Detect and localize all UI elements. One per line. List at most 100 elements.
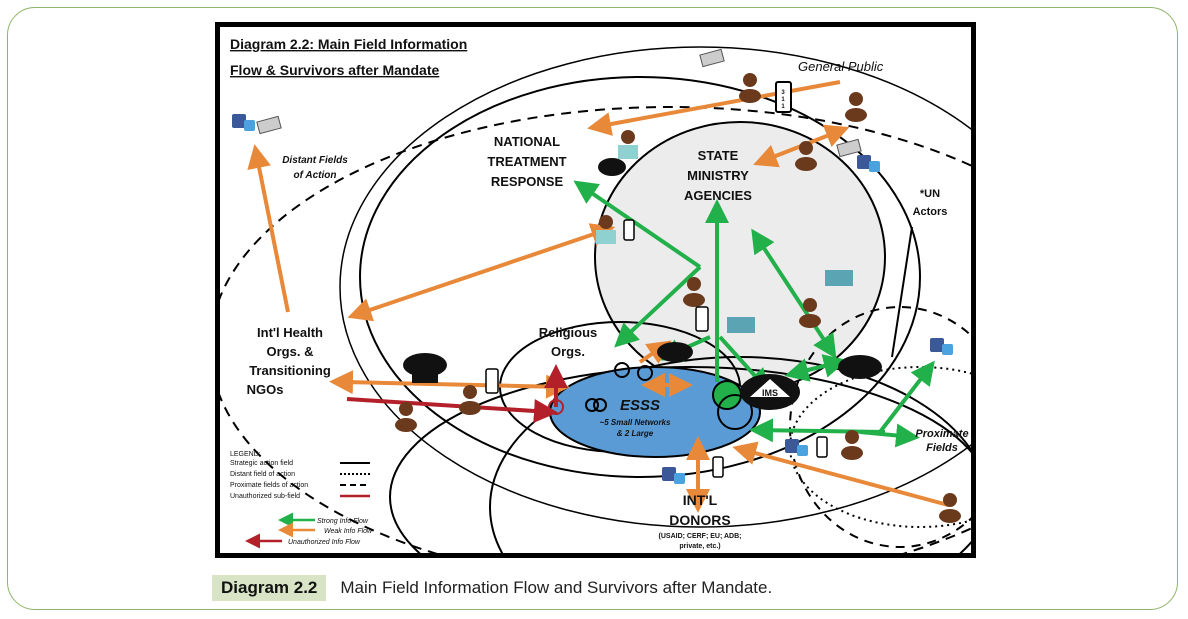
- person-icon: [739, 73, 761, 103]
- general-public-field: [339, 46, 971, 528]
- person-icon: [939, 493, 961, 523]
- newspaper-icon: [699, 48, 725, 68]
- phone-icon: [816, 436, 828, 458]
- intl-health-label: NGOs: [247, 382, 284, 397]
- phone-digit: 1: [781, 104, 785, 110]
- health-worker-icon: [618, 130, 638, 159]
- strong-flow: [573, 180, 702, 269]
- donors-sublabel: private, etc.): [679, 543, 720, 550]
- intl-health-label: Int'l Health: [257, 325, 323, 340]
- person-icon: [459, 385, 481, 415]
- figure-caption: Diagram 2.2 Main Field Information Flow …: [212, 574, 772, 602]
- social-media-icon: [785, 439, 808, 456]
- conference-table-icon: [598, 158, 626, 176]
- diagram-canvas: 3 1 1 IMS: [220, 27, 971, 553]
- legend-flow-item: Weak Info Flow: [324, 528, 373, 535]
- phone-icon: [712, 456, 724, 478]
- lower-field-1: [389, 366, 971, 553]
- proximate-label: Fields: [926, 442, 958, 454]
- conference-table-icon: [403, 353, 447, 383]
- strong-flow: [784, 354, 848, 382]
- weak-flow: [587, 80, 841, 136]
- newspaper-icon: [836, 138, 862, 158]
- distant-field: [220, 106, 971, 553]
- phone-icon: [695, 306, 709, 332]
- legend-flow-item: Strong Info Flow: [317, 518, 369, 525]
- un-actors-pointer: [891, 226, 913, 358]
- person-icon: [841, 430, 863, 460]
- strong-flow: [751, 228, 837, 359]
- legend: LEGEND: Strategic action field Distant f…: [230, 451, 373, 549]
- weak-flow: [347, 223, 616, 322]
- proximate-field: [789, 306, 971, 548]
- distant-fields-label: of Action: [294, 170, 337, 181]
- conference-table-icon: [657, 342, 693, 362]
- un-actors-label: Actors: [913, 206, 948, 218]
- phone-icon: [775, 81, 792, 113]
- strong-flow: [614, 265, 702, 348]
- social-media-icon: [930, 338, 953, 355]
- weak-flow: [732, 441, 949, 507]
- ims-label: IMS: [762, 388, 778, 398]
- religious-label: Orgs.: [551, 344, 585, 359]
- intl-health-label: Transitioning: [249, 363, 331, 378]
- national-treatment-label: NATIONAL: [494, 134, 560, 149]
- proximate-label: Proximate: [915, 428, 968, 440]
- conference-table-icon: [740, 374, 800, 410]
- social-media-icon: [662, 467, 685, 484]
- weak-flow: [247, 144, 290, 313]
- large-network: [717, 394, 753, 430]
- strong-flow: [859, 423, 920, 448]
- legend-item: Strategic action field: [230, 460, 293, 467]
- distant-fields-label: Distant Fields: [282, 155, 348, 166]
- network-circle: [614, 362, 630, 378]
- esss-sublabel: ~5 Small Networks: [600, 418, 671, 427]
- person-icon: [799, 298, 821, 328]
- diagram-title-line1: Diagram 2.2: Main Field Information: [230, 36, 467, 52]
- legend-item: Distant field of action: [230, 471, 295, 478]
- unauthorized-flow: [346, 397, 558, 423]
- phone-icon: [623, 219, 635, 241]
- donors-label: INT'L: [683, 492, 718, 508]
- phone-icon: [485, 368, 499, 394]
- phone-digit: 3: [781, 90, 785, 96]
- document-icon: [727, 317, 755, 333]
- diagram-svg: 3 1 1 IMS: [220, 36, 971, 553]
- weak-flow: [329, 370, 570, 399]
- network-circle: [585, 398, 599, 412]
- esss-sublabel: & 2 Large: [617, 429, 654, 438]
- social-media-icon: [232, 114, 255, 131]
- person-icon: [683, 277, 705, 307]
- legend-title: LEGEND:: [230, 451, 261, 458]
- un-actors-label: *UN: [920, 188, 940, 200]
- network-circle: [593, 398, 607, 412]
- national-treatment-label: RESPONSE: [491, 174, 564, 189]
- state-ministry-field: [594, 121, 886, 393]
- national-treatment-label: TREATMENT: [487, 154, 566, 169]
- donors-sublabel: (USAID; CERF; EU; ADB;: [659, 533, 742, 540]
- intl-health-label: Orgs. &: [267, 344, 314, 359]
- legend-item: Unauthorized sub-field: [230, 493, 300, 500]
- general-public-label: General Public: [798, 59, 884, 74]
- diagram-title-line2: Flow & Survivors after Mandate: [230, 62, 439, 78]
- diagram-frame: 3 1 1 IMS: [215, 22, 976, 558]
- strong-flow: [878, 360, 935, 434]
- religious-label: Religious: [539, 325, 598, 340]
- esss-label: ESSS: [620, 397, 660, 414]
- legend-item: Proximate fields of action: [230, 482, 308, 489]
- donors-label: DONORS: [669, 512, 730, 528]
- health-worker-icon: [596, 215, 616, 244]
- state-ministry-label: MINISTRY: [687, 168, 749, 183]
- state-ministry-label: STATE: [698, 148, 739, 163]
- state-ministry-label: AGENCIES: [684, 188, 752, 203]
- person-icon: [795, 141, 817, 171]
- social-media-icon: [857, 155, 880, 172]
- caption-tag: Diagram 2.2: [212, 575, 327, 601]
- phone-digit: 1: [781, 97, 785, 103]
- person-icon: [395, 402, 417, 432]
- person-icon: [845, 92, 867, 122]
- newspaper-icon: [256, 115, 282, 135]
- document-icon: [825, 270, 853, 286]
- caption-text: Main Field Information Flow and Survivor…: [340, 578, 773, 597]
- conference-table-icon: [838, 355, 882, 379]
